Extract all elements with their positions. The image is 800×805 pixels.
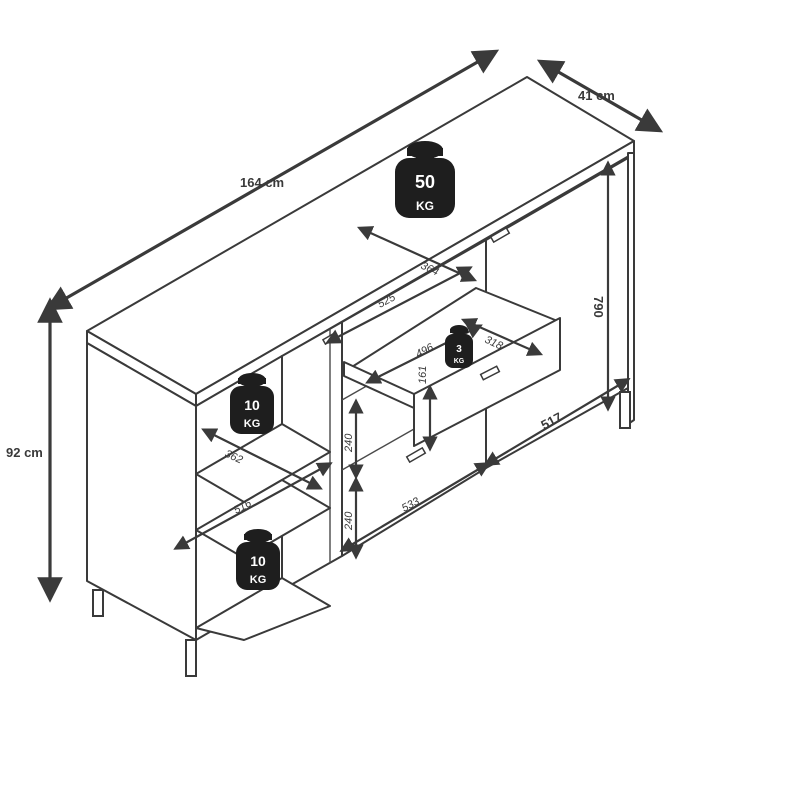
depth-arrow <box>536 59 664 133</box>
bottom-board <box>195 577 331 641</box>
leg-left-front <box>185 639 197 677</box>
shelf-width-arrow <box>173 462 333 550</box>
weight-top-unit: KG <box>416 199 434 213</box>
door-height-label: 790 <box>591 296 606 318</box>
drawer-width-arrow <box>325 266 473 344</box>
weight-icon <box>230 373 274 434</box>
weight-drawer-value: 3 <box>456 344 462 355</box>
width-label: 164 cm <box>240 175 284 190</box>
weight-shelf-upper-value: 10 <box>244 397 260 413</box>
weight-shelf-lower-value: 10 <box>250 553 266 569</box>
weight-icon <box>395 141 455 218</box>
weight-shelf-upper: 10 KG <box>230 373 274 434</box>
drawer-front-height-label-2: 240 <box>343 511 355 531</box>
weight-drawer-unit: KG <box>454 358 465 365</box>
weight-top: 50 KG <box>395 141 455 218</box>
drawer-front-height-label-1: 240 <box>343 433 355 453</box>
weight-icon <box>236 529 280 590</box>
drawer-inner-height-label: 161 <box>417 366 429 384</box>
weight-shelf-lower-unit: KG <box>250 574 267 586</box>
weight-shelf-upper-unit: KG <box>244 418 261 430</box>
drawer-inner-depth-arrow <box>460 318 544 356</box>
leg-right-front <box>619 391 631 429</box>
overall-dimensions: 164 cm 41 cm 92 cm <box>6 49 664 603</box>
weight-drawer: 3 KG <box>445 325 473 368</box>
weight-icon <box>445 325 473 368</box>
right-side-edge <box>627 152 635 425</box>
door-width-arrow <box>483 378 631 466</box>
weight-top-value: 50 <box>415 172 435 192</box>
width-arrow <box>44 49 500 311</box>
leg-left-back <box>92 589 104 617</box>
weight-shelf-lower: 10 KG <box>236 529 280 590</box>
height-label: 92 cm <box>6 445 43 460</box>
depth-label: 41 cm <box>578 88 615 103</box>
drawer-front-width-arrow <box>339 462 491 552</box>
